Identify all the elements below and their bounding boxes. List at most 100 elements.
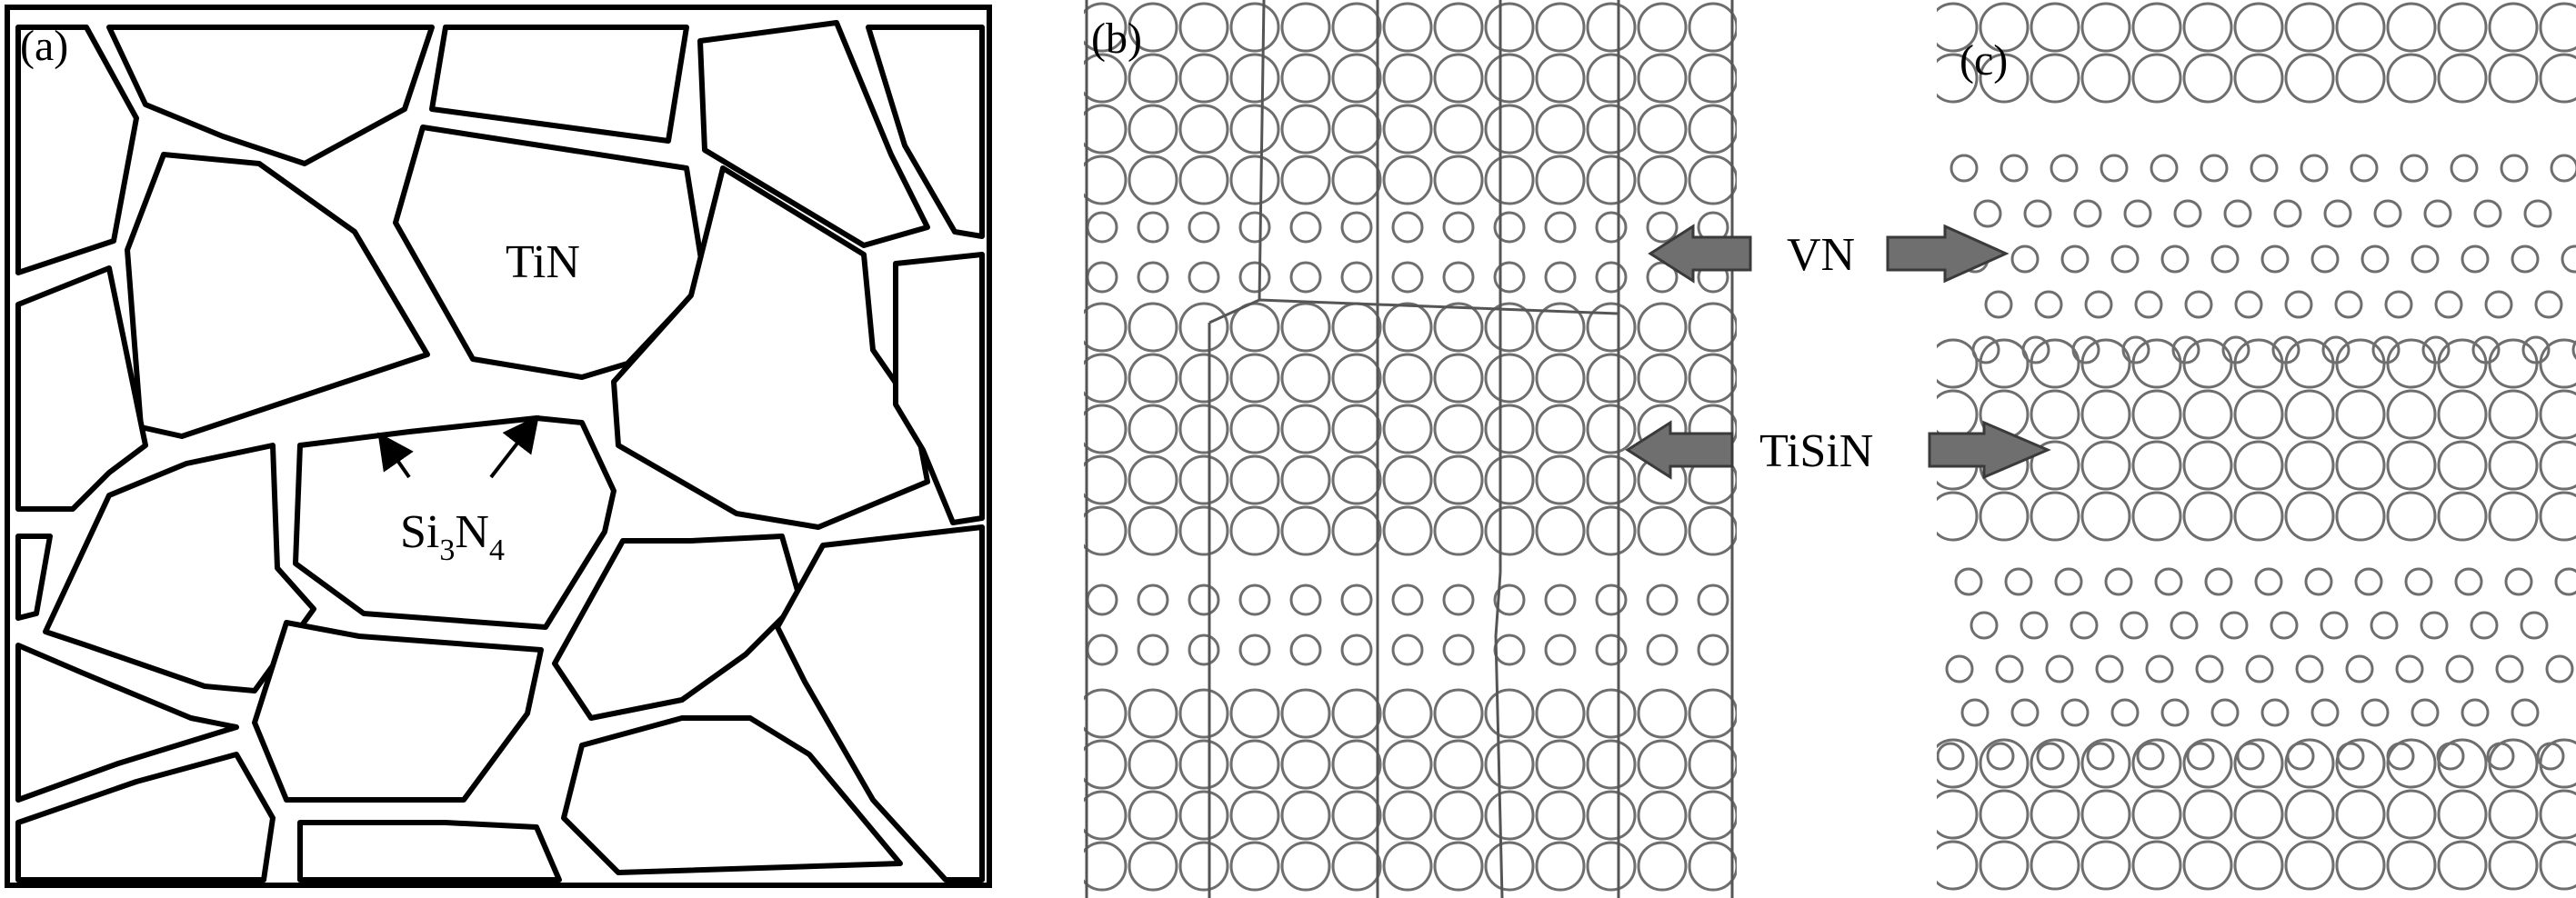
atom-vn	[1697, 584, 1729, 616]
atom-tisin	[2437, 389, 2488, 440]
grain	[15, 534, 53, 621]
atom-vn	[2123, 199, 2152, 228]
atom-tisin	[1382, 53, 1433, 104]
atom-tisin	[1178, 53, 1229, 104]
atom-tisin	[1979, 338, 2030, 389]
atom-tisin	[2030, 2, 2080, 53]
atom-tisin	[2131, 389, 2182, 440]
atom-tisin	[2182, 738, 2233, 789]
atom-tisin	[2386, 840, 2437, 891]
atom-vn	[2184, 290, 2213, 319]
atom-vn	[2320, 611, 2349, 640]
atom-vn	[2054, 567, 2083, 596]
atom-tisin	[2182, 789, 2233, 840]
atom-tisin	[1331, 739, 1382, 790]
atom-tisin	[1331, 53, 1382, 104]
atom-vn	[2461, 698, 2490, 727]
atom-vn	[1544, 634, 1577, 666]
atom-vn	[2010, 698, 2040, 727]
atom-tisin	[2284, 53, 2335, 104]
atom-vn	[1289, 261, 1322, 294]
atom-vn	[2334, 290, 2363, 319]
atom-vn	[1340, 261, 1373, 294]
grain	[561, 715, 903, 875]
atom-tisin	[1178, 155, 1229, 205]
grain	[15, 265, 148, 512]
atom-tisin	[1178, 353, 1229, 404]
atom-tisin	[1178, 841, 1229, 892]
atom-vn	[1544, 584, 1577, 616]
panel-a: (a) TiN Si3N4	[5, 5, 992, 888]
atom-tisin	[1586, 739, 1637, 790]
atom-tisin	[1937, 338, 1979, 389]
grain	[293, 415, 616, 630]
atom-vn	[1188, 211, 1220, 244]
atom-tisin	[2182, 389, 2233, 440]
atom-tisin	[1128, 2, 1178, 53]
atom-vn	[2411, 244, 2440, 274]
atom-vn	[2173, 199, 2202, 228]
atom-vn	[2273, 199, 2302, 228]
atom-vn	[1595, 584, 1628, 616]
atom-vn	[1954, 567, 1983, 596]
atom-vn	[1995, 654, 2024, 683]
atom-vn	[2434, 290, 2463, 319]
atom-vn	[2050, 154, 2079, 183]
atom-vn	[2045, 654, 2074, 683]
atom-tisin	[1229, 104, 1280, 155]
atom-tisin	[2233, 2, 2284, 53]
atom-tisin	[1331, 688, 1382, 739]
atom-tisin	[1535, 739, 1586, 790]
atom-vn	[2210, 698, 2240, 727]
atom-tisin	[2488, 738, 2539, 789]
atom-tisin	[1937, 738, 1979, 789]
atom-tisin	[1382, 841, 1433, 892]
atom-tisin	[1178, 2, 1229, 53]
atom-vn	[2454, 567, 2483, 596]
atom-vn	[2223, 199, 2252, 228]
atom-vn	[2436, 742, 2465, 771]
atom-tisin	[1433, 841, 1484, 892]
atom-tisin	[1280, 739, 1331, 790]
atom-tisin	[2284, 389, 2335, 440]
atom-vn	[2423, 199, 2452, 228]
grain	[866, 25, 985, 239]
atom-vn	[1986, 742, 2015, 771]
atom-tisin	[2386, 2, 2437, 53]
atom-tisin	[1128, 302, 1178, 353]
tisin-label: TiSiN	[1759, 425, 1873, 477]
atom-tisin	[2233, 491, 2284, 542]
atom-tisin	[2030, 338, 2080, 389]
atom-vn	[2034, 290, 2063, 319]
atom-vn	[1493, 261, 1526, 294]
atom-tisin	[1128, 104, 1178, 155]
atom-tisin	[1433, 2, 1484, 53]
atom-vn	[2554, 567, 2576, 596]
atom-tisin	[1535, 790, 1586, 841]
atom-vn	[1595, 634, 1628, 666]
atom-tisin	[2030, 491, 2080, 542]
right-arrow-icon	[1928, 420, 2051, 480]
atom-tisin	[1937, 53, 1979, 104]
atom-tisin	[1178, 790, 1229, 841]
grain	[552, 534, 803, 721]
atom-tisin	[1586, 302, 1637, 353]
atom-vn	[1493, 584, 1526, 616]
atom-vn	[2110, 244, 2140, 274]
atom-tisin	[1331, 104, 1382, 155]
atom-tisin	[1433, 155, 1484, 205]
atom-tisin	[2030, 840, 2080, 891]
atom-tisin	[2182, 840, 2233, 891]
atom-tisin	[2539, 440, 2576, 491]
grain	[611, 165, 930, 530]
atom-vn	[2484, 290, 2513, 319]
atom-tisin	[1937, 2, 1979, 53]
atom-tisin	[1382, 302, 1433, 353]
right-arrow-icon	[1886, 224, 2010, 284]
atom-vn	[1544, 261, 1577, 294]
atom-vn	[2360, 698, 2390, 727]
atom-tisin	[1229, 505, 1280, 556]
panel-b-label: (b)	[1091, 15, 1142, 63]
atom-tisin	[2080, 840, 2131, 891]
atom-vn	[2204, 567, 2233, 596]
